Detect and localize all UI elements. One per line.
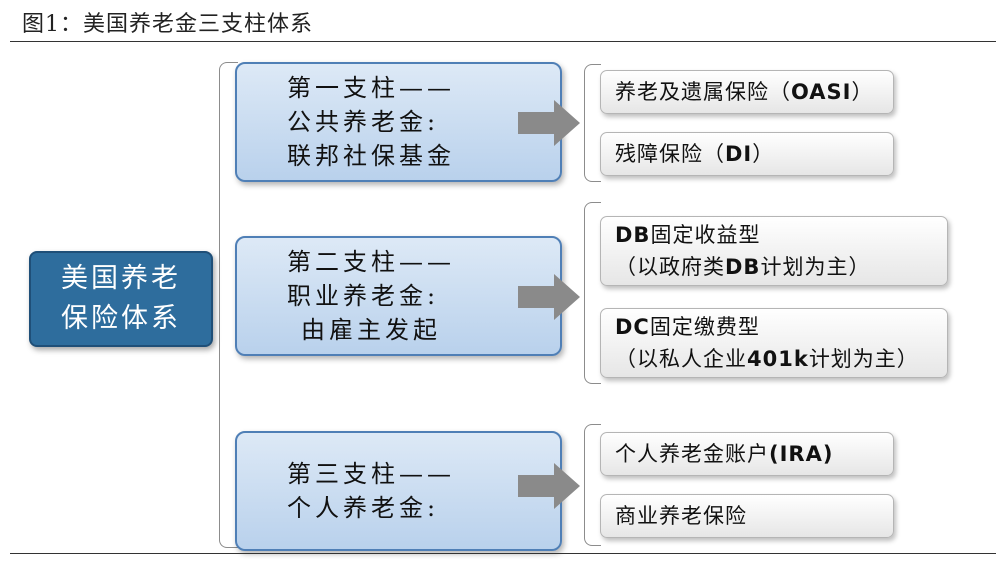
leaf-di-bold: DI	[725, 142, 753, 166]
pillar-3-line1: 第三支柱——	[287, 460, 455, 488]
pillar-3-arrow-icon	[518, 463, 580, 509]
leaf-commercial: 商业养老保险	[600, 494, 894, 538]
leaf-dc: DC固定缴费型 （以私人企业401k计划为主）	[600, 308, 948, 378]
leaf-oasi-bold: OASI	[791, 80, 852, 104]
figure-title: 图1：美国养老金三支柱体系	[22, 12, 313, 37]
pillar-3-bracket	[584, 424, 601, 546]
main-bracket	[219, 62, 238, 548]
leaf-ira-bold: (IRA)	[769, 442, 834, 466]
top-rule	[10, 41, 996, 42]
root-label-line1: 美国养老	[61, 263, 181, 294]
pillar-1-bracket	[584, 64, 601, 182]
leaf-commercial-text: 商业养老保险	[615, 504, 747, 528]
pillar-2-bracket	[584, 202, 601, 384]
leaf-di-text: 残障保险（	[615, 142, 725, 166]
pillar-3-node: 第三支柱—— 个人养老金:	[235, 431, 562, 551]
leaf-di-post: ）	[752, 142, 775, 166]
pillar-2-node: 第二支柱—— 职业养老金: 由雇主发起	[235, 236, 562, 356]
leaf-dc-bold: DC	[615, 315, 650, 339]
pillar-1-line3: 联邦社保基金	[287, 142, 455, 170]
leaf-di: 残障保险（DI）	[600, 132, 894, 176]
pillar-3-line2: 个人养老金:	[287, 494, 440, 522]
leaf-dc-title: 固定缴费型	[649, 315, 760, 339]
leaf-db-title: 固定收益型	[650, 223, 761, 247]
leaf-dc-sub-pre: （以私人企业	[615, 347, 747, 371]
pillar-1-line1: 第一支柱——	[287, 74, 455, 102]
root-node: 美国养老 保险体系	[29, 251, 213, 347]
leaf-oasi-text: 养老及遗属保险（	[615, 80, 791, 104]
pillar-2-line2: 职业养老金:	[287, 282, 440, 310]
root-label-line2: 保险体系	[61, 303, 181, 334]
bottom-rule	[10, 553, 996, 554]
leaf-db-sub-post: 计划为主）	[760, 255, 871, 279]
pillar-2-line1: 第二支柱——	[287, 248, 455, 276]
leaf-db: DB固定收益型 （以政府类DB计划为主）	[600, 216, 948, 286]
pillar-1-arrow-icon	[518, 100, 580, 146]
leaf-db-bold: DB	[615, 223, 651, 247]
pillar-1-line2: 公共养老金:	[287, 108, 440, 136]
leaf-db-sub-pre: （以政府类	[615, 255, 725, 279]
leaf-db-sub-bold: DB	[725, 255, 761, 279]
leaf-ira: 个人养老金账户(IRA)	[600, 432, 894, 476]
leaf-dc-sub-bold: 401k	[747, 347, 809, 371]
pillar-2-line3: 由雇主发起	[301, 316, 441, 344]
leaf-oasi: 养老及遗属保险（OASI）	[600, 70, 894, 114]
leaf-ira-text: 个人养老金账户	[615, 442, 769, 466]
pillar-2-arrow-icon	[518, 274, 580, 320]
pillar-1-node: 第一支柱—— 公共养老金: 联邦社保基金	[235, 62, 562, 182]
leaf-dc-sub-post: 计划为主）	[808, 347, 919, 371]
leaf-oasi-post: ）	[851, 80, 874, 104]
